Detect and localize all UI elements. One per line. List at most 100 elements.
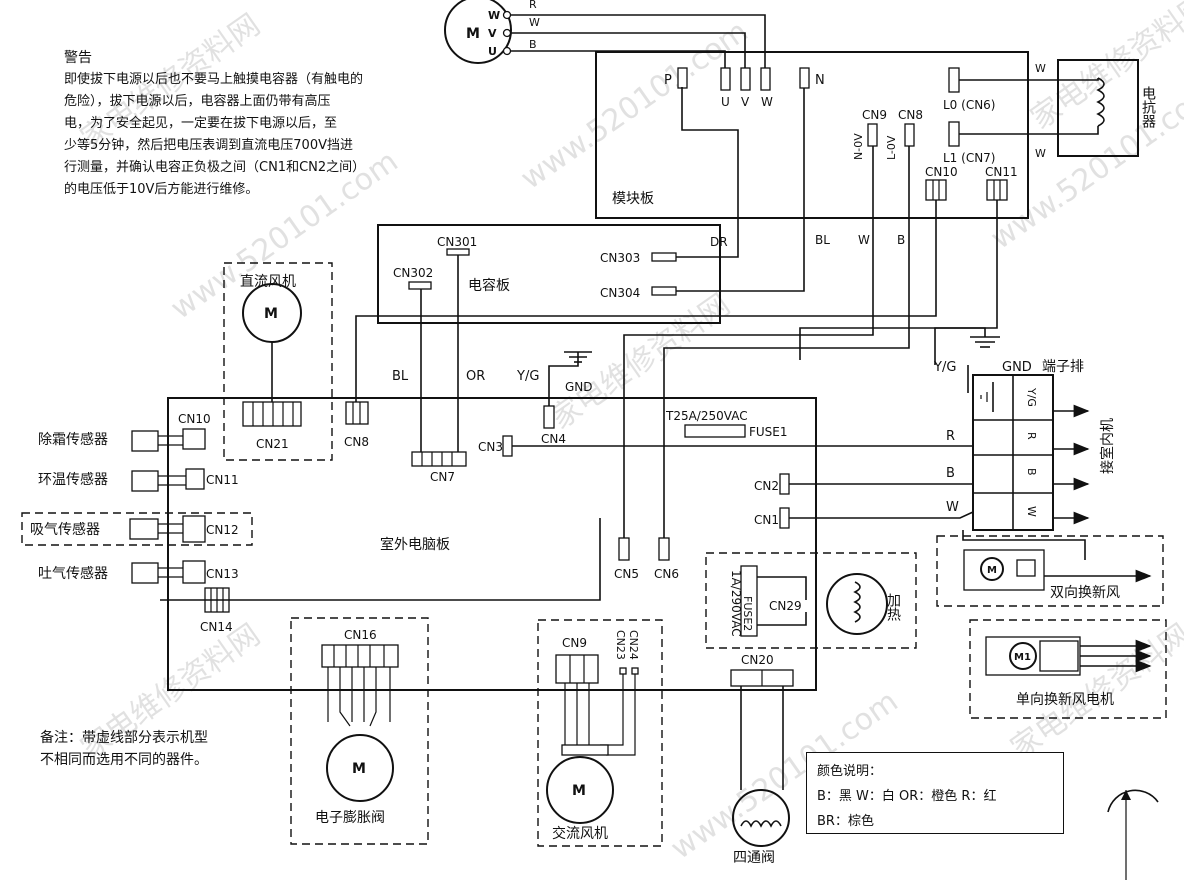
four-way-valve-label: 四通阀	[733, 850, 775, 866]
sensor-discharge-label: 吐气传感器	[38, 565, 108, 582]
n-0v-label: N-0V	[852, 133, 865, 160]
tb-gnd-label: GND	[1002, 360, 1032, 375]
outdoor-cn7-label: CN7	[430, 470, 455, 484]
wire-b-top-label: B	[897, 233, 905, 247]
reactor-label: 电抗器	[1140, 86, 1156, 128]
tb-row-yg: Y/G	[1025, 387, 1038, 407]
partial-component	[1107, 789, 1159, 813]
cn24-label: CN24	[627, 630, 640, 660]
fuse1-label: FUSE1	[749, 425, 788, 439]
dc-fan-motor-label: M	[264, 306, 278, 322]
warning-line: 的电压低于10V后方能进行维修。	[64, 182, 259, 197]
terminal-v-label: V	[741, 95, 750, 109]
terminal-u-label: U	[721, 95, 730, 109]
color-legend-title: 颜色说明：	[817, 764, 883, 779]
wire-w-label: W	[946, 500, 959, 515]
expansion-valve-motor-label: M	[352, 761, 366, 777]
cn304-label: CN304	[600, 286, 640, 300]
terminal-n-label: N	[815, 73, 825, 88]
cn21-label: CN21	[256, 437, 289, 451]
module-cn8-label: CN8	[898, 108, 923, 122]
cn302-label: CN302	[393, 266, 433, 280]
one-way-motor-label: M1	[1014, 652, 1031, 663]
tb-yg-label: Y/G	[933, 360, 956, 375]
compressor-motor-label: M	[466, 26, 480, 42]
warning-title: 警告	[64, 50, 92, 66]
l1-cn7-label: L1 (CN7)	[943, 151, 996, 165]
sensor-defrost-label: 除霜传感器	[38, 431, 108, 448]
fuse2-rating: 1A/290VAC	[729, 570, 743, 637]
outdoor-cn5-label: CN5	[614, 567, 639, 581]
connect-indoor-label: 接室内机	[1099, 418, 1116, 474]
color-legend: 颜色说明： B：黑 W：白 OR：橙色 R：红 BR：棕色	[806, 752, 1064, 834]
sensor-suction-label: 吸气传感器	[30, 521, 100, 538]
outdoor-cn14-label: CN14	[200, 620, 233, 634]
warning-line: 即使拔下电源以后也不要马上触摸电容器（有触电的	[64, 72, 364, 87]
outdoor-cn1-label: CN1	[754, 513, 779, 527]
module-board: 模块板 P U V W N CN9 CN8 N-0V L-0V L0 (CN6)…	[595, 51, 1029, 219]
warning-note: 警告 即使拔下电源以后也不要马上触摸电容器（有触电的 危险），拔下电源以后，电容…	[64, 47, 454, 201]
terminal-block-label: 端子排	[1042, 359, 1084, 375]
expansion-valve-group: CN16 M 电子膨胀阀	[290, 617, 429, 845]
outdoor-cn2-label: CN2	[754, 479, 779, 493]
tb-row-w: W	[1025, 506, 1038, 517]
module-board-label: 模块板	[612, 191, 654, 207]
expansion-valve-label: 电子膨胀阀	[315, 809, 385, 826]
gnd-label: GND	[565, 380, 593, 394]
color-legend-line: B：黑 W：白 OR：橙色 R：红	[817, 789, 997, 804]
remark-line: 不相同而选用不同的器件。	[40, 752, 208, 768]
ac-cn9-label: CN9	[562, 636, 587, 650]
reactor-wire-bottom-label: W	[1035, 147, 1046, 160]
two-way-fresh-air-label: 双向换新风	[1050, 584, 1120, 601]
wire-bl-top-label: BL	[815, 233, 830, 247]
terminal-w-label: W	[488, 9, 500, 22]
wire-b-label: B	[529, 38, 537, 51]
reactor-wire-top-label: W	[1035, 62, 1046, 75]
l-0v-label: L-0V	[885, 135, 898, 160]
cn16-label: CN16	[344, 628, 377, 642]
wire-or-label: OR	[466, 369, 485, 384]
terminal-block: Y/G GND 端子排 Y/G R B W 接室内机	[933, 327, 1116, 531]
capacitor-board-label: 电容板	[468, 277, 510, 294]
terminal-v-label: V	[488, 27, 497, 40]
outdoor-board: 室外电脑板 CN8 CN7 CN3 CN4 T25A/250VAC FUSE1 …	[167, 397, 817, 691]
module-cn11-label: CN11	[985, 165, 1018, 179]
sensor-ambient-label: 环温传感器	[38, 471, 108, 488]
tb-row-b: B	[1025, 468, 1038, 476]
one-way-fresh-air-label: 单向换新风电机	[1016, 691, 1114, 708]
terminal-u-label: U	[488, 45, 497, 58]
watermark-text: www.520101.com	[515, 14, 755, 197]
warning-line: 危险），拔下电源以后，电容器上面仍带有高压	[64, 94, 331, 109]
module-cn10-label: CN10	[925, 165, 958, 179]
cn301-label: CN301	[437, 235, 477, 249]
module-cn9-label: CN9	[862, 108, 887, 122]
outdoor-cn11-label: CN11	[206, 473, 239, 487]
wire-r-label: R	[529, 0, 537, 11]
reactor: 电抗器 W W	[1035, 59, 1156, 160]
outdoor-board-label: 室外电脑板	[380, 536, 450, 553]
outdoor-cn10-label: CN10	[178, 412, 211, 426]
wire-w-label: W	[529, 16, 540, 29]
outdoor-cn3-label: CN3	[478, 440, 503, 454]
outdoor-cn8-label: CN8	[344, 435, 369, 449]
color-legend-line: BR：棕色	[817, 814, 874, 829]
ac-fan-motor-label: M	[572, 783, 586, 799]
two-way-motor-label: M	[987, 565, 997, 576]
outdoor-cn6-label: CN6	[654, 567, 679, 581]
tb-row-r: R	[1025, 432, 1038, 440]
wire-w-top-label: W	[858, 233, 870, 247]
dc-fan-group: 直流风机 M CN21	[223, 262, 333, 461]
warning-line: 电，为了安全起见，一定要在拔下电源以后，至	[64, 116, 338, 131]
wire-b-label: B	[946, 466, 955, 481]
heater-label: 加热	[885, 593, 901, 621]
fresh-air-two-way: M 双向换新风	[936, 530, 1164, 607]
fuse1-rating: T25A/250VAC	[665, 409, 748, 423]
compressor-motor: M W V U R W B	[444, 0, 540, 64]
wire-dr-label: DR	[710, 235, 728, 249]
sensors: 除霜传感器 环温传感器 吸气传感器 吐气传感器	[21, 430, 253, 584]
cn20-label: CN20	[741, 653, 774, 667]
wire-r-label: R	[946, 429, 955, 444]
remark-line: 备注：带虚线部分表示机型	[40, 730, 208, 746]
outdoor-cn4-label: CN4	[541, 432, 566, 446]
